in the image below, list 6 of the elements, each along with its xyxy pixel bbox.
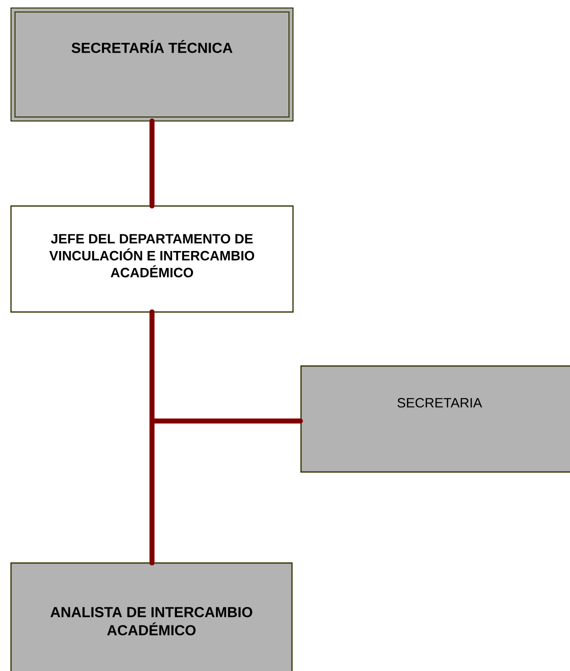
- connector-line: [150, 118, 154, 208]
- org-box: SECRETARIA: [300, 365, 570, 473]
- connector-line: [150, 310, 154, 566]
- org-box: SECRETARÍA TÉCNICA: [10, 8, 294, 122]
- org-box: ANALISTA DE INTERCAMBIO ACADÉMICO: [10, 562, 293, 671]
- org-box: JEFE DEL DEPARTAMENTO DE VINCULACIÓN E INTERCAMBIO ACADÉMICO: [10, 205, 294, 313]
